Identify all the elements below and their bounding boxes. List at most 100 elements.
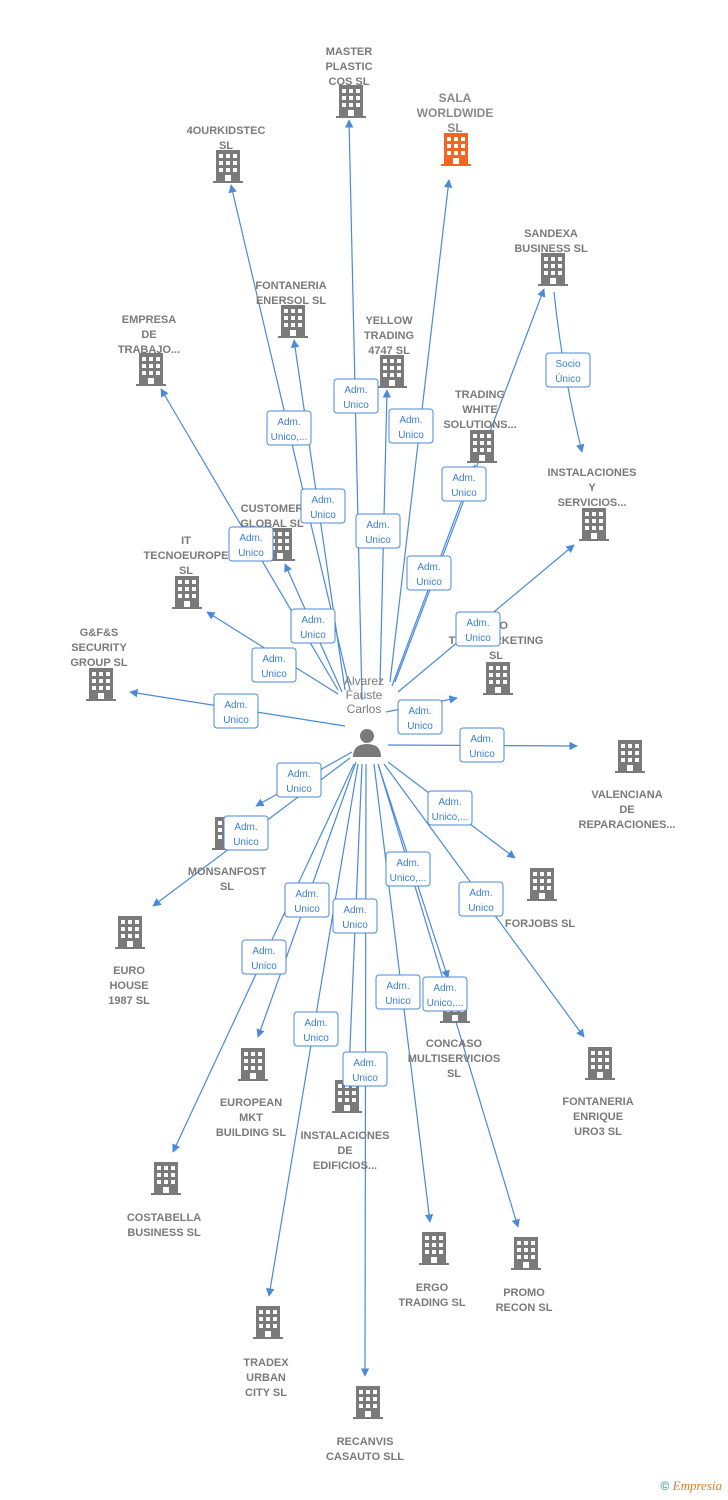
company-label-line: SANDEXA xyxy=(524,228,578,240)
company-node-forjobs-sl[interactable]: FORJOBS SL xyxy=(505,868,576,930)
badge-text-line: Adm. xyxy=(466,618,489,629)
badge-text-line: Unico xyxy=(465,633,491,644)
company-label-line: DE xyxy=(141,329,156,341)
company-label-line: TRADING xyxy=(364,330,414,342)
badge-text-line: Unico xyxy=(286,784,312,795)
company-label-line: SL xyxy=(447,121,462,135)
company-node-instalaciones-y-servicios[interactable]: INSTALACIONESYSERVICIOS... xyxy=(547,467,637,541)
badge-text-line: Socio xyxy=(555,359,580,370)
company-label-line: REPARACIONES... xyxy=(579,819,676,831)
role-badge-tradex-urban-city-sl[interactable]: Adm.Unico xyxy=(293,1011,339,1047)
badge-text-line: Unico xyxy=(352,1073,378,1084)
badges-layer: Adm.UnicoAdm.UnicoAdm.Unico,...Adm.Unico… xyxy=(213,352,591,1087)
badge-text-line: Adm. xyxy=(438,797,461,808)
building-icon xyxy=(172,576,202,609)
company-label-line: ENERSOL SL xyxy=(256,295,326,307)
center-name-line-2: Fauste xyxy=(346,688,383,702)
role-badge-euro-house-1987-sl[interactable]: Adm.Unico xyxy=(223,815,269,851)
badge-text-line: Unico xyxy=(468,903,494,914)
badge-text-line: Unico xyxy=(365,535,391,546)
center-name-line-3: Carlos xyxy=(347,702,382,716)
badge-text-line: Adm. xyxy=(262,654,285,665)
role-badge-customer-global-sl[interactable]: Adm.Unico xyxy=(290,608,336,644)
role-badge-empresa-de-trabajo[interactable]: Adm. Unico xyxy=(228,526,274,562)
role-badge-instalaciones-y-servicios[interactable]: Adm. Unico xyxy=(455,611,501,647)
company-label-line: CONCASO xyxy=(426,1038,483,1050)
badge-text-line: Unico xyxy=(303,1033,329,1044)
role-badge-forjobs-sl[interactable]: Adm.Unico,... xyxy=(427,790,473,826)
role-badge-4ourkidstec-sl[interactable]: Adm.Unico,... xyxy=(266,410,312,446)
building-icon xyxy=(353,1386,383,1419)
building-icon xyxy=(238,1048,268,1081)
company-node-monsanfost-sl[interactable]: MONSANFOST SL xyxy=(188,817,267,893)
person-icon xyxy=(353,729,381,757)
badge-text-line: Adm. xyxy=(239,533,262,544)
role-badge-master-plastic-cos-sl[interactable]: Adm.Unico xyxy=(333,378,379,414)
company-label-line: GROUP SL xyxy=(70,657,128,669)
role-badge-instalaciones-de-edificios[interactable]: Adm.Unico xyxy=(332,898,378,934)
role-badge-fontaneria-enrique-uro3-sl[interactable]: Adm.Unico xyxy=(458,881,504,917)
role-badge-yellow-trading-4747-sl[interactable]: Adm.Unico xyxy=(355,513,401,549)
company-label-line: MONSANFOST xyxy=(188,866,267,878)
role-badge-monsanfost-sl[interactable]: Adm.Unico xyxy=(276,762,322,798)
role-badge-recanvis-casauto-sll[interactable]: Adm.Unico xyxy=(342,1051,388,1087)
center-person[interactable]: Alvarez Fauste Carlos xyxy=(344,674,384,757)
building-icon xyxy=(419,1232,449,1265)
company-label-line: SL xyxy=(447,1068,461,1080)
badge-text-line: Adm. xyxy=(344,385,367,396)
company-label-line: MASTER xyxy=(326,46,373,58)
role-badge-gfs-security-group-sl[interactable]: Adm.Unico xyxy=(213,693,259,729)
role-badge-european-mkt-building-sl[interactable]: Adm.Unico xyxy=(284,882,330,918)
role-badge-ergo-trading-sl[interactable]: Adm.Unico xyxy=(375,974,421,1010)
badge-text-line: Unico xyxy=(238,548,264,559)
company-label-line: 4747 SL xyxy=(368,345,410,357)
company-label-line: SL xyxy=(220,881,234,893)
badge-text-line: Adm. xyxy=(396,858,419,869)
center-name-line-1: Alvarez xyxy=(344,674,384,688)
company-label-line: CITY SL xyxy=(245,1387,287,1399)
role-badge-it-tecnoeurope-sl[interactable]: Adm.Unico xyxy=(251,647,297,683)
company-node-instalaciones-de-edificios[interactable]: INSTALACIONESDEEDIFICIOS... xyxy=(300,1080,390,1172)
role-badge-promo-recon-sl[interactable]: Adm.Unico,... xyxy=(422,976,468,1012)
company-label-line: TRADEX xyxy=(243,1357,289,1369)
role-badge-concaso-multiservicios-sl[interactable]: Adm.Unico,... xyxy=(385,851,431,887)
building-icon xyxy=(336,85,366,118)
company-label-line: 4OURKIDSTEC xyxy=(187,125,266,137)
role-badge-costabella-business-sl[interactable]: Adm.Unico xyxy=(241,939,287,975)
building-icon xyxy=(527,868,557,901)
company-label-line: COSTABELLA xyxy=(127,1212,201,1224)
company-node-valenciana-de-reparaciones[interactable]: VALENCIANADEREPARACIONES... xyxy=(579,740,676,831)
company-label-line: WORLDWIDE xyxy=(417,106,494,120)
role-badge-trading-white-solutions[interactable]: Adm.Unico xyxy=(406,555,452,591)
building-icon xyxy=(441,133,471,166)
badge-text-line: Adm. xyxy=(252,946,275,957)
role-badge-valenciana-de-reparaciones[interactable]: Adm.Unico xyxy=(459,727,505,763)
badge-text-line: Adm. xyxy=(234,822,257,833)
role-badge-sala-worldwide-sl[interactable]: Adm.Unico xyxy=(388,408,434,444)
company-node-trading-white-solutions[interactable]: TRADINGWHITESOLUTIONS... xyxy=(443,389,517,463)
building-icon xyxy=(467,430,497,463)
role-badge-sandexa-business-sl[interactable]: Adm.Unico xyxy=(441,466,487,502)
company-node-empresa-de-trabajo[interactable]: EMPRESADETRABAJO... xyxy=(118,314,180,386)
company-label-line: PROMO xyxy=(503,1287,545,1299)
role-badge-fontaneria-enersol-sl[interactable]: Adm.Unico xyxy=(300,488,346,524)
role-badge-eco-telemarketing-sl[interactable]: Adm.Unico xyxy=(397,699,443,735)
